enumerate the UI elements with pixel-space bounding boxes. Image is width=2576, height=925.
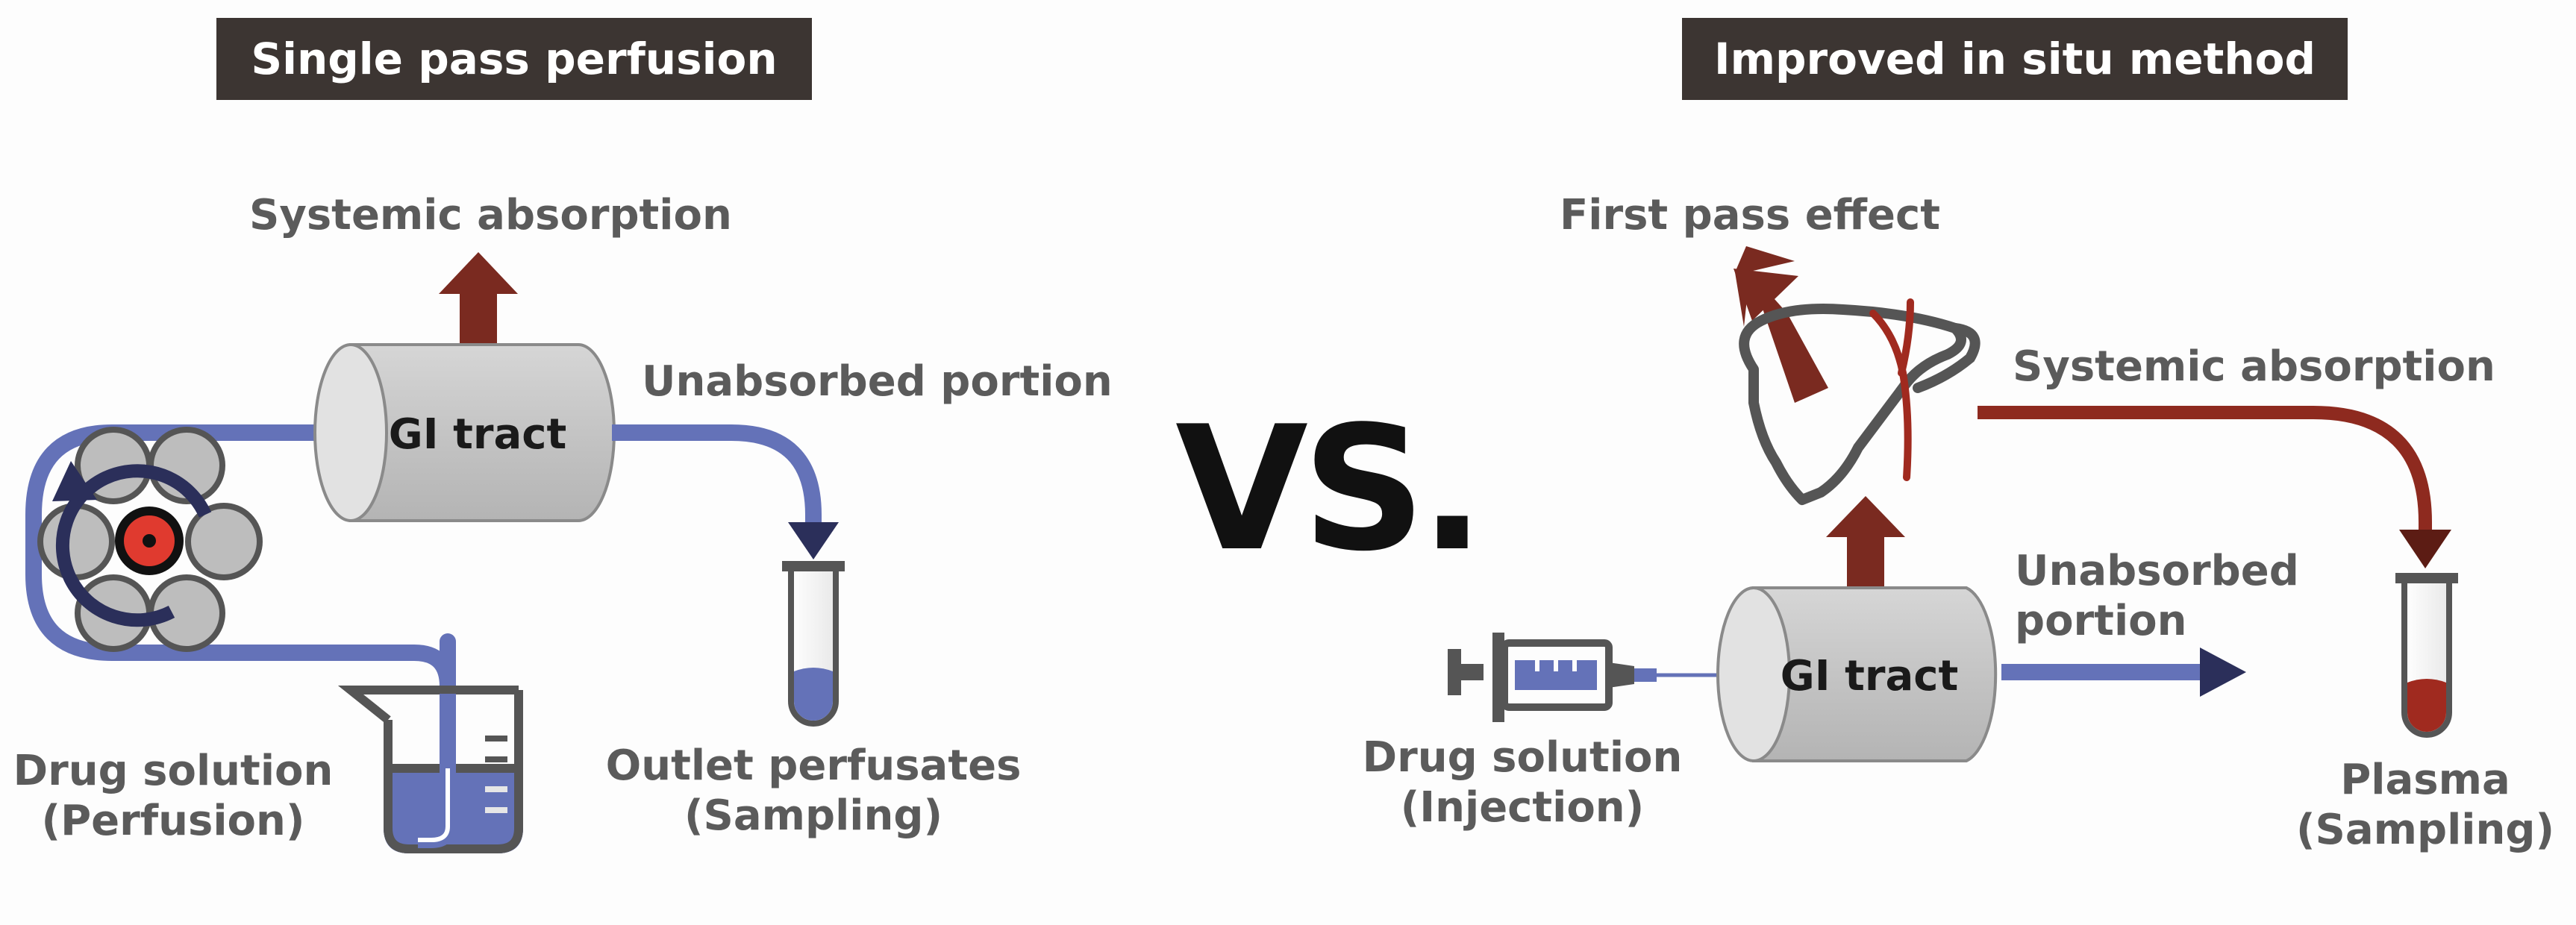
perfusion-line (25, 424, 456, 702)
first-pass-arrow (1734, 246, 1828, 403)
left-unabsorbed-line (612, 424, 822, 537)
right-drug-label-line1: Drug solution (1362, 733, 1683, 782)
left-gi-tract (313, 343, 616, 522)
beaker (337, 686, 523, 853)
right-unabsorbed-arrow (2001, 648, 2246, 697)
right-title-text: Improved in situ method (1714, 34, 2316, 84)
left-gi-label: GI tract (389, 410, 566, 459)
plasma-tube (2395, 573, 2458, 738)
plasma-label-line2: (Sampling) (2295, 806, 2555, 855)
left-systemic-arrow (439, 252, 518, 345)
outlet-label-line2: (Sampling) (684, 791, 943, 841)
right-drug-label: Drug solution (Injection) (1351, 733, 1694, 832)
outlet-label: Outlet perfusates (Sampling) (590, 741, 1037, 841)
right-systemic-line (1978, 406, 2432, 545)
portal-arrow (1826, 496, 1905, 588)
left-drug-label-line2: (Perfusion) (41, 797, 305, 846)
right-unabsorbed-label: Unabsorbed portion (2015, 546, 2299, 646)
right-gi-tract (1716, 586, 1998, 762)
right-unabsorbed-line1: Unabsorbed (2015, 547, 2299, 595)
right-systemic-arrowhead (2399, 530, 2451, 568)
left-test-tube (782, 561, 845, 727)
right-systemic-label: Systemic absorption (2013, 342, 2495, 391)
left-drug-label: Drug solution (Perfusion) (9, 746, 337, 846)
left-systemic-label: Systemic absorption (249, 191, 732, 239)
syringe-icon (1448, 633, 1739, 722)
left-unabsorbed-arrowhead (788, 522, 839, 559)
right-drug-label-line2: (Injection) (1400, 783, 1645, 832)
left-title: Single pass perfusion (216, 18, 812, 100)
right-gi-label: GI tract (1781, 652, 1958, 700)
first-pass-label: First pass effect (1560, 191, 1940, 239)
pump (37, 427, 263, 652)
left-unabsorbed-label: Unabsorbed portion (642, 357, 1113, 406)
right-unabsorbed-line2: portion (2015, 597, 2187, 646)
right-title: Improved in situ method (1682, 18, 2348, 100)
plasma-label: Plasma (Sampling) (2283, 755, 2567, 855)
versus-label: VS. (1175, 390, 1479, 589)
outlet-label-line1: Outlet perfusates (605, 741, 1022, 790)
liver-icon (1739, 298, 1981, 505)
plasma-label-line1: Plasma (2340, 756, 2510, 804)
left-drug-label-line1: Drug solution (13, 747, 334, 795)
left-title-text: Single pass perfusion (251, 34, 778, 84)
